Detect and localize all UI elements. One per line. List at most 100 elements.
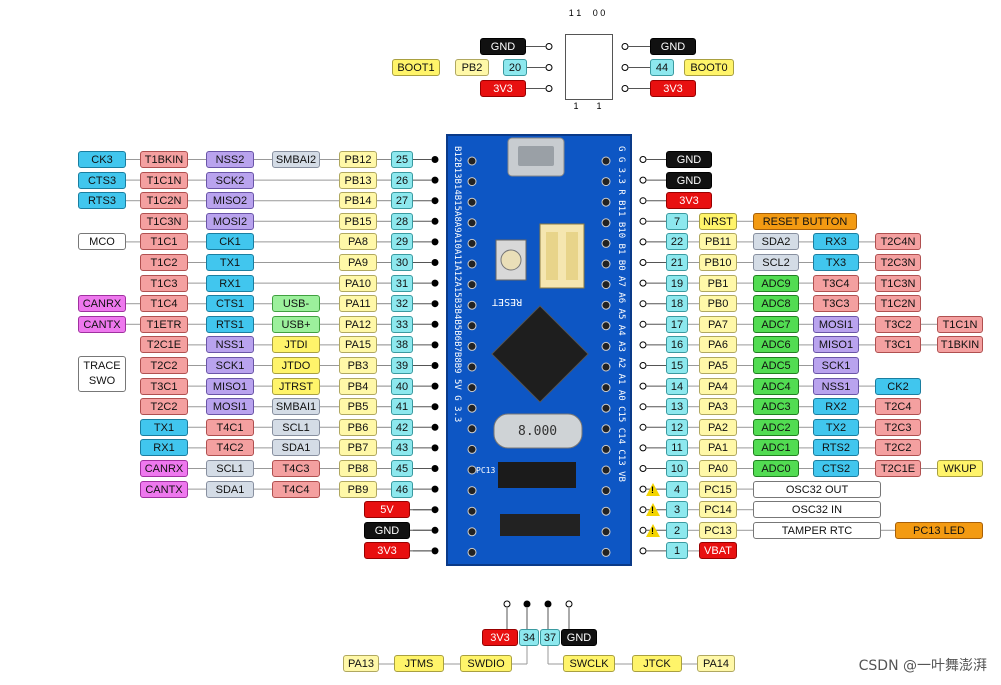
left-label-pb15: PB15 xyxy=(339,212,377,230)
left-label-ck3: CK3 xyxy=(78,151,126,168)
right-label-t3c1: T3C1 xyxy=(875,336,921,354)
bottom-label-pa14: PA14 xyxy=(697,655,735,672)
left-label-t1bkin: T1BKIN xyxy=(140,151,188,168)
left-label-26: 26 xyxy=(391,171,413,189)
board-pin xyxy=(601,177,611,187)
left-label-40: 40 xyxy=(391,377,413,395)
board-pin xyxy=(601,383,611,393)
board-pin xyxy=(467,486,477,496)
right-label-pc13-led: PC13 LED xyxy=(895,521,983,539)
right-label-sck1: SCK1 xyxy=(813,357,859,374)
left-label-25: 25 xyxy=(391,151,413,168)
board-pin xyxy=(601,486,611,496)
left-label-28: 28 xyxy=(391,212,413,230)
board-right-edge-text: G G 3.3 R B11 B10 B1 B0 A7 A6 A5 A4 A3 A… xyxy=(616,146,626,482)
board-pin xyxy=(601,341,611,351)
left-label-t3c1: T3C1 xyxy=(140,377,188,395)
right-label-t3c4: T3C4 xyxy=(813,274,859,292)
left-label-pa12: PA12 xyxy=(339,315,377,333)
left-label-pb8: PB8 xyxy=(339,460,377,477)
right-label-reset-button: RESET BUTTON xyxy=(753,212,857,230)
board-left-edge-text: B12B13B14B15A8A9A10A11A12A15B3B4B5B6B7B8… xyxy=(452,146,462,423)
left-label-pb12: PB12 xyxy=(339,151,377,168)
boot-label-gnd: GND xyxy=(650,38,696,55)
bottom-label-34: 34 xyxy=(519,629,539,646)
pin-dot xyxy=(431,320,439,328)
left-label-pb7: PB7 xyxy=(339,439,377,457)
pin-dot xyxy=(431,547,439,555)
bottom-label-3v3: 3V3 xyxy=(482,629,518,646)
left-label-scl1: SCL1 xyxy=(206,460,254,477)
right-label-pa2: PA2 xyxy=(699,418,737,436)
pin-dot xyxy=(639,156,647,163)
pin-dot xyxy=(621,85,629,92)
reset-label: RESET xyxy=(492,296,523,307)
left-label-pa9: PA9 xyxy=(339,254,377,271)
right-label-pb1: PB1 xyxy=(699,274,737,292)
right-label-tx2: TX2 xyxy=(813,418,859,436)
pin-dot xyxy=(639,403,647,411)
pin-dot xyxy=(639,197,647,205)
board-pin xyxy=(467,547,477,557)
pin-dot xyxy=(621,64,629,71)
right-label-osc32-out: OSC32 OUT xyxy=(753,480,881,498)
right-label-ck2: CK2 xyxy=(875,377,921,395)
left-label-pb4: PB4 xyxy=(339,377,377,395)
pin-dot xyxy=(639,217,647,225)
right-label-pc14: PC14 xyxy=(699,501,737,519)
left-label-pb14: PB14 xyxy=(339,192,377,210)
left-label-pa10: PA10 xyxy=(339,274,377,292)
right-label-pc13: PC13 xyxy=(699,521,737,539)
board-pin xyxy=(601,238,611,248)
board-pin xyxy=(601,321,611,331)
board-pin xyxy=(601,362,611,372)
pin-dot xyxy=(639,259,647,266)
board-pin xyxy=(467,465,477,475)
right-label-adc2: ADC2 xyxy=(753,418,799,436)
pin-dot xyxy=(639,547,647,555)
left-label-t2c2: T2C2 xyxy=(140,357,188,374)
left-label-gnd: GND xyxy=(364,521,410,539)
left-label-usb: USB+ xyxy=(272,315,320,333)
right-label-2: 2 xyxy=(666,521,688,539)
pin-dot xyxy=(639,238,647,246)
right-label-16: 16 xyxy=(666,336,688,354)
left-label-cantx: CANTX xyxy=(140,480,188,498)
right-label-10: 10 xyxy=(666,460,688,477)
right-label-rx3: RX3 xyxy=(813,233,859,251)
left-label-pa8: PA8 xyxy=(339,233,377,251)
left-label-nss2: NSS2 xyxy=(206,151,254,168)
left-label-41: 41 xyxy=(391,398,413,416)
right-label-3v3: 3V3 xyxy=(666,192,712,210)
left-label-31: 31 xyxy=(391,274,413,292)
warning-icon: ! xyxy=(646,523,660,537)
right-label-nrst: NRST xyxy=(699,212,737,230)
right-label-t1c1n: T1C1N xyxy=(937,315,983,333)
pin-dot xyxy=(431,526,439,534)
left-label-tx1: TX1 xyxy=(206,254,254,271)
pin-dot xyxy=(565,600,573,608)
bottom-label-swdio: SWDIO xyxy=(460,655,512,672)
right-label-rx2: RX2 xyxy=(813,398,859,416)
left-label-43: 43 xyxy=(391,439,413,457)
watermark: CSDN @一叶舞澎湃 xyxy=(858,658,987,674)
board-pin xyxy=(467,259,477,269)
board-pin xyxy=(467,527,477,537)
board-pin xyxy=(601,156,611,166)
boot-label-pb2: PB2 xyxy=(455,59,489,76)
left-label-rx1: RX1 xyxy=(206,274,254,292)
boot-label-3v3: 3V3 xyxy=(650,80,696,97)
left-label-rts1: RTS1 xyxy=(206,315,254,333)
left-label-canrx: CANRX xyxy=(140,460,188,477)
left-label-32: 32 xyxy=(391,295,413,313)
left-label-t1c2: T1C2 xyxy=(140,254,188,271)
pin-dot xyxy=(431,176,439,184)
left-label-jtrst: JTRST xyxy=(272,377,320,395)
left-label-tx1: TX1 xyxy=(140,418,188,436)
left-label-t1c1n: T1C1N xyxy=(140,171,188,189)
left-label-smbai1: SMBAI1 xyxy=(272,398,320,416)
pin-dot xyxy=(431,382,439,390)
left-label-42: 42 xyxy=(391,418,413,436)
right-label-vbat: VBAT xyxy=(699,542,737,560)
